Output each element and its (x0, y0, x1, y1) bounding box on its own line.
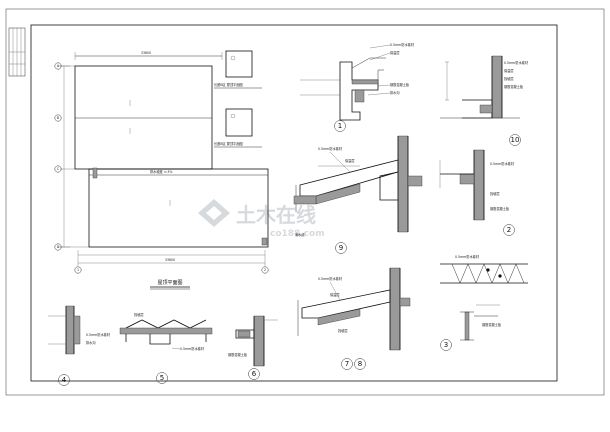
detail-2-drawing: 0.5mm防水卷材 找坡层 钢筋混凝土板 (439, 149, 515, 221)
svg-text:0.5mm防水卷材: 0.5mm防水卷材 (504, 60, 529, 65)
svg-text:找坡层: 找坡层 (490, 191, 500, 196)
svg-text:6: 6 (252, 370, 257, 378)
svg-text:钢筋混凝土板: 钢筋混凝土板 (228, 352, 248, 357)
watermark-main-text: 土木在线 (236, 203, 316, 227)
svg-text:找坡层: 找坡层 (338, 328, 348, 333)
svg-text:0.5mm防水卷材: 0.5mm防水卷材 (490, 161, 515, 166)
svg-text:2: 2 (507, 226, 511, 234)
svg-text:排水沟: 排水沟 (390, 90, 400, 95)
detail-bubble-2: 2 (503, 224, 515, 236)
svg-text:钢筋混凝土板: 钢筋混凝土板 (504, 84, 524, 89)
detail-1-drawing: 0.5mm防水卷材 保温层 钢筋混凝土板 排水沟 (300, 42, 415, 121)
detail-bubble-4: 4 (58, 374, 70, 386)
svg-text:0.5mm防水卷材: 0.5mm防水卷材 (180, 346, 205, 351)
detail-bubble-10: 10 (509, 134, 521, 146)
mini-plan-2-caption: 长廊B区 屋顶平面图 (214, 141, 243, 146)
grid-bubble-d: D (54, 243, 62, 251)
detail-10-drawing: 0.5mm防水卷材 保温层 找坡层 钢筋混凝土板 (440, 55, 529, 119)
detail-5-drawing: 找坡层 0.5mm防水卷材 (119, 312, 213, 351)
svg-text:7: 7 (345, 360, 349, 368)
watermark-sub-text: co188.com (270, 229, 325, 239)
title-strip (8, 27, 26, 77)
svg-text:A: A (57, 64, 60, 68)
svg-text:0.5mm防水卷材: 0.5mm防水卷材 (86, 332, 111, 337)
plan-drainage-note: 排水坡度 i=3% (150, 169, 172, 174)
svg-text:找坡层: 找坡层 (504, 76, 514, 81)
svg-text:钢筋混凝土板: 钢筋混凝土板 (490, 206, 510, 211)
svg-text:5: 5 (160, 374, 164, 382)
svg-text:1: 1 (338, 122, 342, 130)
svg-text:0.5mm防水卷材: 0.5mm防水卷材 (318, 276, 343, 281)
svg-text:C: C (57, 167, 60, 171)
svg-text:滴水线: 滴水线 (295, 232, 305, 237)
mini-plan-1: 长廊B区 屋顶平面图 (214, 50, 262, 89)
detail-6-drawing: 钢筋混凝土板 (228, 315, 278, 367)
mini-plan-2: 长廊B区 屋顶平面图 (214, 108, 262, 148)
detail-bubble-7: 7 (341, 358, 353, 370)
plan-top-dimension: 33600 (141, 51, 151, 55)
detail-7-8-drawing: 0.5mm防水卷材 保温层 找坡层 (297, 267, 411, 351)
detail-bubble-6: 6 (248, 368, 260, 380)
roof-plan: 33600 排水坡度 i=3% 33600 A B C D 1 2 屋顶平面图 (54, 51, 269, 290)
watermark-logo-icon (198, 199, 230, 227)
detail-bubble-1: 1 (334, 120, 346, 132)
svg-text:保温层: 保温层 (390, 50, 400, 55)
svg-text:2: 2 (264, 268, 266, 272)
svg-text:钢筋混凝土板: 钢筋混凝土板 (482, 322, 502, 327)
svg-text:3: 3 (444, 341, 448, 349)
svg-text:D: D (57, 245, 60, 249)
outer-border (5, 8, 605, 396)
svg-text:0.5mm防水卷材: 0.5mm防水卷材 (390, 42, 415, 47)
svg-text:保温层: 保温层 (330, 292, 340, 297)
grid-bubble-1: 1 (74, 266, 82, 274)
svg-text:4: 4 (62, 376, 67, 384)
svg-text:10: 10 (511, 136, 520, 144)
watermark: 土木在线 co188.com (198, 199, 325, 239)
detail-bubble-3: 3 (440, 339, 452, 351)
svg-text:9: 9 (339, 244, 343, 252)
grid-bubble-a: A (54, 62, 62, 70)
svg-text:找坡层: 找坡层 (134, 312, 144, 317)
detail-3-drawing: 0.5mm防水卷材 钢筋混凝土板 (440, 254, 528, 341)
svg-text:0.5mm防水卷材: 0.5mm防水卷材 (318, 146, 343, 151)
mini-plan-1-caption: 长廊B区 屋顶平面图 (214, 82, 243, 87)
grid-bubble-c: C (54, 165, 62, 173)
detail-bubble-8: 8 (354, 358, 366, 370)
grid-bubble-2: 2 (261, 266, 269, 274)
svg-text:1: 1 (77, 268, 79, 272)
plan-bottom-dimension: 33600 (165, 258, 175, 262)
detail-9-drawing: 0.5mm防水卷材 保温层 滴水线 (293, 135, 423, 237)
svg-text:钢筋混凝土板: 钢筋混凝土板 (390, 82, 410, 87)
svg-text:0.5mm防水卷材: 0.5mm防水卷材 (455, 254, 480, 259)
svg-text:保温层: 保温层 (504, 68, 514, 73)
svg-text:排水沟: 排水沟 (86, 340, 96, 345)
roof-plan-title: 屋顶平面图 (157, 280, 182, 286)
svg-text:8: 8 (358, 360, 362, 368)
svg-text:B: B (57, 116, 59, 120)
grid-bubble-b: B (54, 114, 62, 122)
svg-text:保温层: 保温层 (345, 158, 355, 163)
detail-bubble-9: 9 (335, 242, 347, 254)
detail-4-drawing: 0.5mm防水卷材 排水沟 (48, 305, 111, 355)
inner-border (30, 24, 558, 382)
detail-bubble-5: 5 (156, 372, 168, 384)
